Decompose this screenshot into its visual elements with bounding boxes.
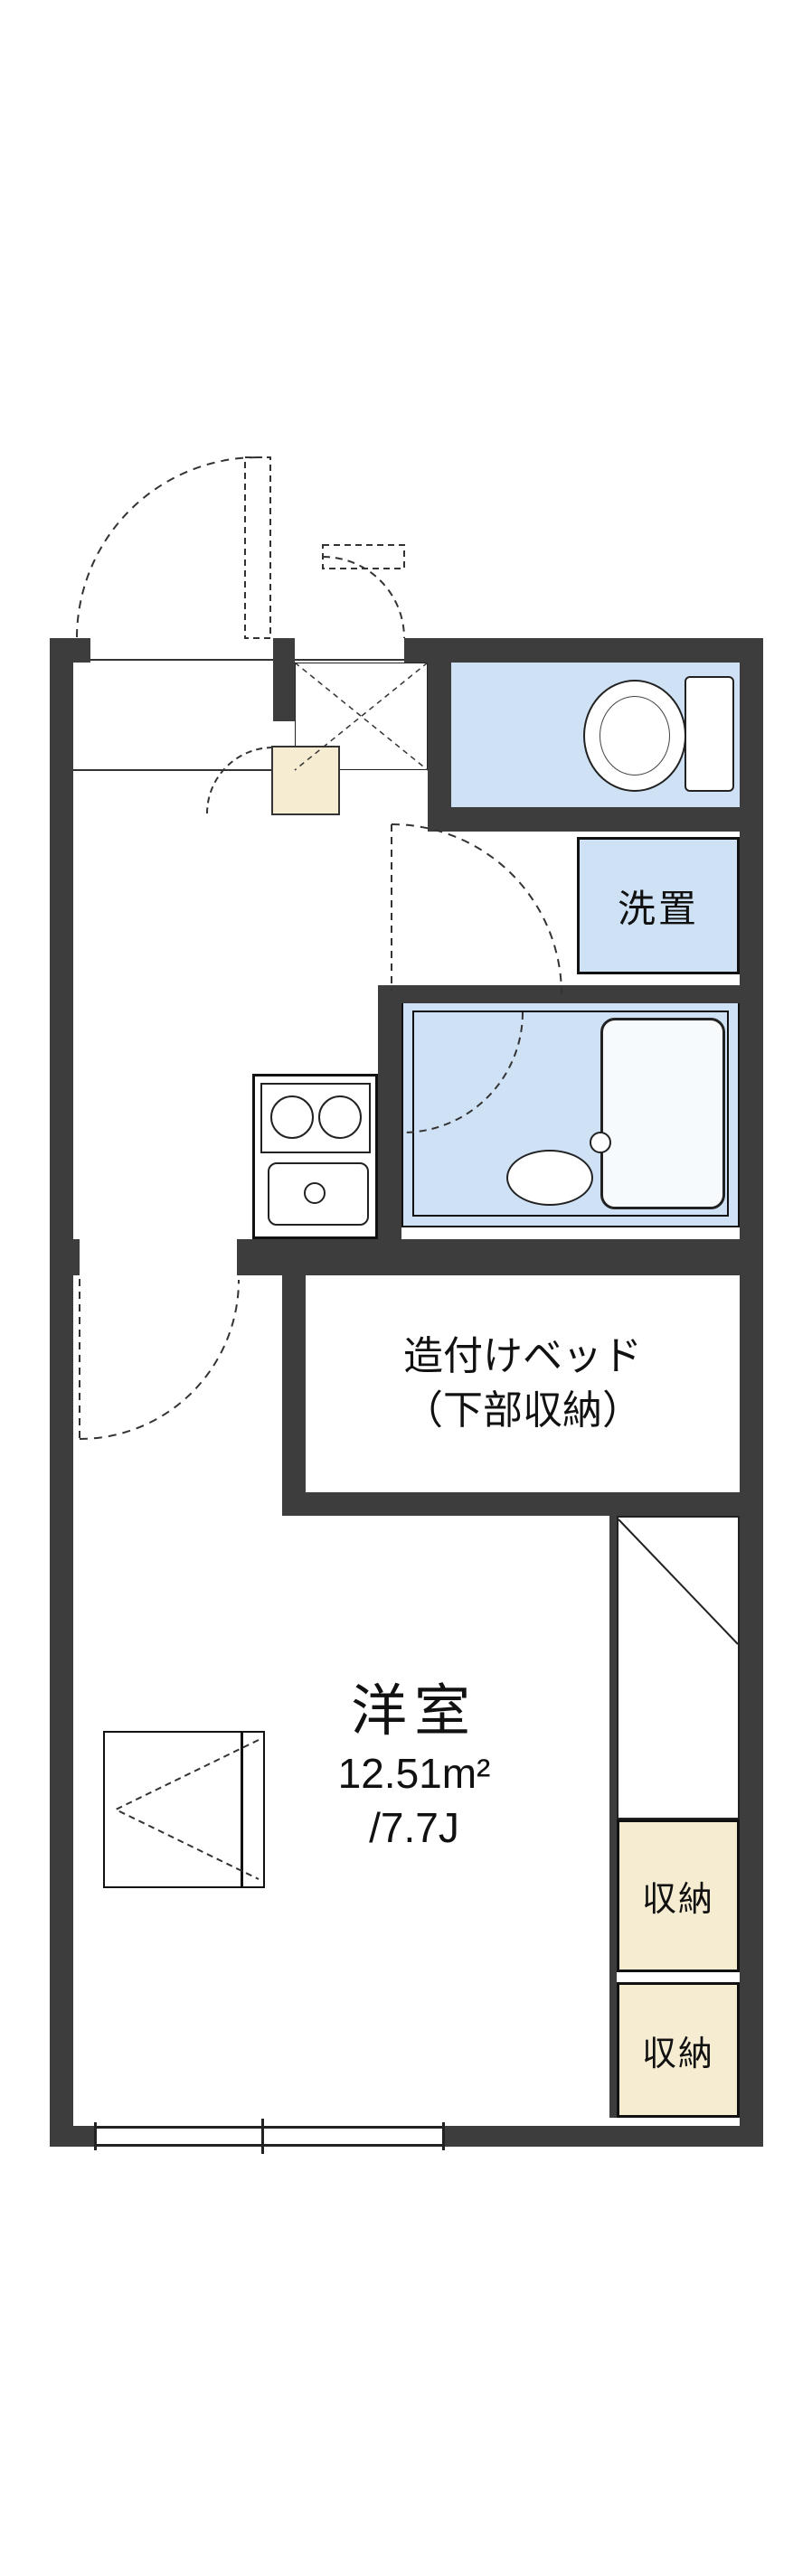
wall-hall-divider — [273, 638, 295, 721]
room-door-arc — [79, 1279, 240, 1440]
wall-bottom-right — [444, 2126, 763, 2147]
room-area-tatami-label: /7.7J — [369, 1804, 459, 1851]
wall-left — [50, 638, 73, 2147]
bathtub — [600, 1018, 725, 1209]
entrance-subdoor-leaf — [322, 544, 405, 569]
storage-lower-label: 収納 — [641, 2035, 714, 2073]
wall-mid-main — [237, 1239, 763, 1275]
stove-burner-left — [270, 1095, 314, 1139]
built-in-bed-room: 造付けベッド （下部収納） — [306, 1275, 740, 1492]
wall-bath-top — [378, 985, 763, 1003]
storage-lower-box: 収納 — [617, 1982, 740, 2118]
wall-kitchen-bath — [378, 985, 401, 1239]
wall-bedroom-bottom — [282, 1492, 763, 1516]
wall-mid-left-stub — [50, 1239, 80, 1275]
washer-place-box: 洗置 — [577, 837, 740, 974]
entrance-threshold-line — [86, 659, 404, 661]
window-tick-right — [442, 2122, 445, 2150]
cabinet-door-arc — [206, 747, 274, 814]
storage-upper-box: 収納 — [617, 1819, 740, 1972]
wall-toilet-left — [428, 638, 451, 812]
built-in-bed-label-line2: （下部収納） — [403, 1388, 642, 1433]
entrance-door-arc — [76, 456, 259, 639]
wall-bedroom-left — [282, 1275, 306, 1516]
closet-void-box — [617, 1516, 740, 1819]
stove-burner-right — [318, 1095, 362, 1139]
window-tick-left — [94, 2122, 97, 2150]
wall-top-right — [404, 638, 763, 663]
sink-drain — [304, 1182, 326, 1204]
washbasin-oval — [506, 1150, 593, 1206]
toilet-tank — [685, 676, 734, 792]
washroom-door-arc — [391, 823, 562, 995]
wall-toilet-bottom — [428, 807, 763, 832]
toilet-bowl-inner — [600, 696, 670, 776]
hall-step-line — [73, 769, 273, 771]
window-tick-center — [261, 2119, 264, 2154]
wall-bottom-left — [50, 2126, 96, 2147]
entry-shoe-cabinet — [271, 746, 340, 815]
entrance-door-leaf — [244, 456, 271, 639]
built-in-bed-label-line1: 造付けベッド — [403, 1334, 642, 1378]
window-band — [96, 2126, 444, 2147]
wall-right — [740, 638, 763, 2147]
room-area-sqm-label: 12.51m² — [337, 1750, 491, 1797]
wall-top-left-stub — [50, 638, 90, 663]
entrance-subdoor-arc — [322, 556, 405, 639]
bath-faucet-circle — [590, 1132, 611, 1153]
storage-upper-label: 収納 — [641, 1881, 714, 1919]
wall-closet-column-left — [609, 1516, 617, 2118]
room-name-label: 洋室 — [350, 1680, 477, 1743]
washer-place-label: 洗置 — [617, 887, 699, 930]
main-room-label-block: 洋室 12.51m² /7.7J — [233, 1678, 595, 1855]
